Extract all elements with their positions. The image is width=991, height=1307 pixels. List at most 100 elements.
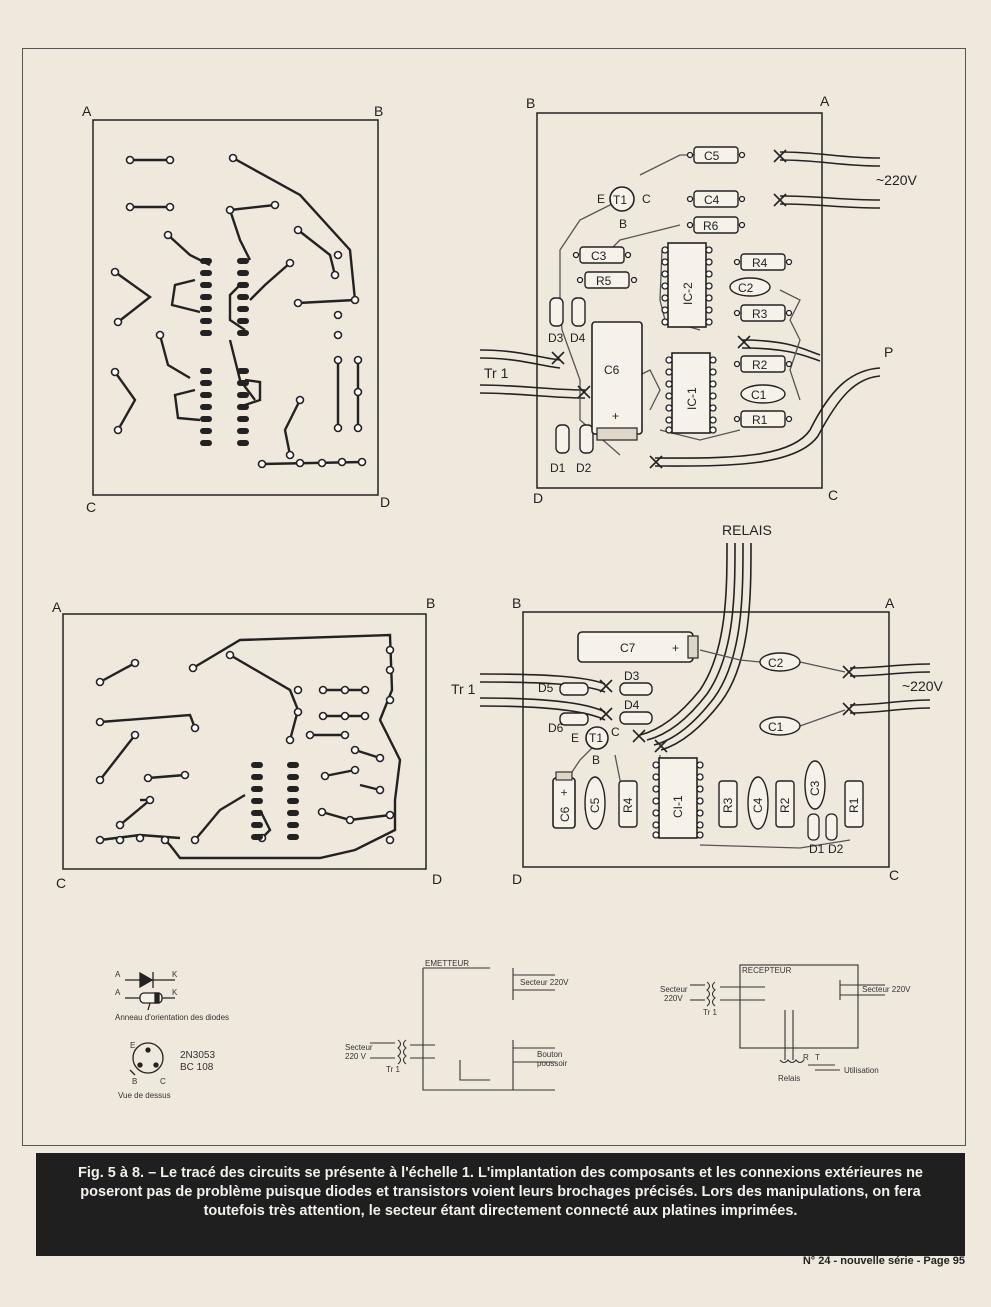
label-t1: T1 bbox=[613, 193, 627, 207]
pcb-top-left bbox=[92, 119, 379, 496]
receiver-tr: Tr 1 bbox=[703, 1008, 717, 1017]
corner-label-b-bottom-left: B bbox=[426, 595, 435, 611]
diode-cathode-label-2: K bbox=[172, 988, 178, 997]
label-c4: C4 bbox=[704, 193, 720, 207]
corner-label-c-top-right: C bbox=[828, 487, 838, 503]
layout-top-right-parts bbox=[549, 146, 786, 454]
label-c6: C6 bbox=[604, 363, 620, 377]
label-r2-b: R2 bbox=[778, 797, 792, 813]
label-r3: R3 bbox=[752, 307, 768, 321]
label-t1-c: C bbox=[642, 192, 651, 206]
label-r4-b: R4 bbox=[621, 797, 635, 813]
label-d5: D5 bbox=[538, 681, 554, 695]
pcb-top-left-pads bbox=[110, 153, 367, 469]
label-d6: D6 bbox=[548, 721, 564, 735]
pcb-bottom-left bbox=[62, 613, 427, 870]
trans-model-2: BC 108 bbox=[180, 1062, 214, 1073]
label-c2: C2 bbox=[738, 281, 754, 295]
label-t1-b2: T1 bbox=[589, 731, 603, 745]
corner-label-b: B bbox=[374, 103, 383, 119]
label-c7-plus: + bbox=[672, 641, 679, 655]
label-d4-b: D4 bbox=[624, 698, 640, 712]
corner-label-a-top-right: A bbox=[820, 93, 830, 109]
receiver-t: T bbox=[815, 1053, 820, 1062]
label-tr1-bottom: Tr 1 bbox=[451, 681, 476, 697]
receiver-title: RECEPTEUR bbox=[742, 966, 792, 975]
label-220v-bottom: ~220V bbox=[902, 678, 944, 694]
label-relais: RELAIS bbox=[722, 522, 772, 538]
schematic-receiver bbox=[690, 964, 885, 1071]
label-t1-b-b: B bbox=[592, 753, 600, 767]
label-d2: D2 bbox=[576, 461, 592, 475]
label-tr1-top: Tr 1 bbox=[484, 365, 509, 381]
layout-top-right-ic-pins bbox=[572, 151, 793, 434]
label-d4: D4 bbox=[570, 331, 586, 345]
corner-label-d-bottom-right: D bbox=[512, 871, 522, 887]
label-ic2: IC-2 bbox=[681, 282, 695, 305]
label-c1-b: C1 bbox=[768, 720, 784, 734]
pcb-bottom-left-ic-pads bbox=[251, 762, 299, 840]
label-c5: C5 bbox=[704, 149, 720, 163]
label-c2-b: C2 bbox=[768, 656, 784, 670]
label-c1: C1 bbox=[751, 388, 767, 402]
label-t1-c-b: C bbox=[611, 725, 620, 739]
label-c3-b: C3 bbox=[808, 780, 822, 796]
label-r4: R4 bbox=[752, 256, 768, 270]
corner-label-d-bottom-left: D bbox=[432, 871, 442, 887]
layout-bottom-right-labels: C7 + C2 C1 D5 D6 D3 D4 T1 E C B D1 D2 C6… bbox=[538, 641, 861, 856]
figure-caption: Fig. 5 à 8. – Le tracé des circuits se p… bbox=[36, 1153, 965, 1256]
layout-bottom-right bbox=[479, 542, 931, 868]
diode-anode-label-2: A bbox=[115, 988, 121, 997]
receiver-mains-out: Secteur 220V bbox=[862, 985, 911, 994]
corner-label-b-bottom-right: B bbox=[512, 595, 521, 611]
emitter-title: EMETTEUR bbox=[425, 959, 469, 968]
label-d3-b: D3 bbox=[624, 669, 640, 683]
label-r1-b: R1 bbox=[847, 797, 861, 813]
receiver-r: R bbox=[803, 1053, 809, 1062]
label-c6-plus: + bbox=[612, 409, 619, 423]
emitter-mains-in-1: Secteur bbox=[345, 1043, 373, 1052]
label-c6-plus-b: + bbox=[557, 789, 571, 796]
trans-e-label: E bbox=[130, 1041, 135, 1050]
figure-drawing: A B C D bbox=[52, 93, 944, 1100]
label-c3: C3 bbox=[591, 249, 607, 263]
label-t1-e: E bbox=[597, 192, 605, 206]
emitter-tr: Tr 1 bbox=[386, 1065, 400, 1074]
receiver-relay: Relais bbox=[778, 1074, 800, 1083]
trans-view-caption: Vue de dessus bbox=[118, 1091, 171, 1100]
label-d2-b: D2 bbox=[828, 842, 844, 856]
page-footer: N° 24 - nouvelle série - Page 95 bbox=[802, 1255, 965, 1267]
label-c4-b: C4 bbox=[751, 797, 765, 813]
layout-bottom-right-parts bbox=[552, 631, 864, 841]
emitter-button-1: Bouton bbox=[537, 1050, 562, 1059]
diode-ring-caption: Anneau d'orientation des diodes bbox=[115, 1013, 229, 1022]
label-c6-b: C6 bbox=[558, 806, 572, 822]
label-c7: C7 bbox=[620, 641, 636, 655]
label-r3-b: R3 bbox=[721, 797, 735, 813]
label-220v-top: ~220V bbox=[876, 172, 918, 188]
label-d1: D1 bbox=[550, 461, 566, 475]
corner-label-c-bottom-right: C bbox=[889, 867, 899, 883]
figure-frame bbox=[22, 48, 966, 1146]
diode-cathode-label: K bbox=[172, 970, 178, 979]
emitter-button-2: poussoir bbox=[537, 1059, 568, 1068]
label-r6: R6 bbox=[703, 219, 719, 233]
label-ic1: IC-1 bbox=[685, 387, 699, 410]
corner-label-a-bottom-right: A bbox=[885, 595, 895, 611]
label-d3: D3 bbox=[548, 331, 564, 345]
diode-legend bbox=[125, 971, 175, 1011]
trans-model-1: 2N3053 bbox=[180, 1050, 215, 1061]
label-r2: R2 bbox=[752, 358, 768, 372]
layout-top-right-wire-crossings bbox=[551, 149, 787, 469]
receiver-use: Utilisation bbox=[844, 1066, 879, 1075]
corner-label-a: A bbox=[82, 103, 92, 119]
layout-bottom-right-wire-crossings bbox=[599, 665, 856, 753]
label-r5: R5 bbox=[596, 274, 612, 288]
emitter-mains-out: Secteur 220V bbox=[520, 978, 569, 987]
label-c5-b: C5 bbox=[588, 797, 602, 813]
pcb-top-left-ic-pads bbox=[200, 258, 249, 446]
corner-label-a-bottom-left: A bbox=[52, 599, 62, 615]
receiver-mains-in-1: Secteur bbox=[660, 985, 688, 994]
corner-label-c: C bbox=[86, 499, 96, 515]
corner-label-d: D bbox=[380, 494, 390, 510]
